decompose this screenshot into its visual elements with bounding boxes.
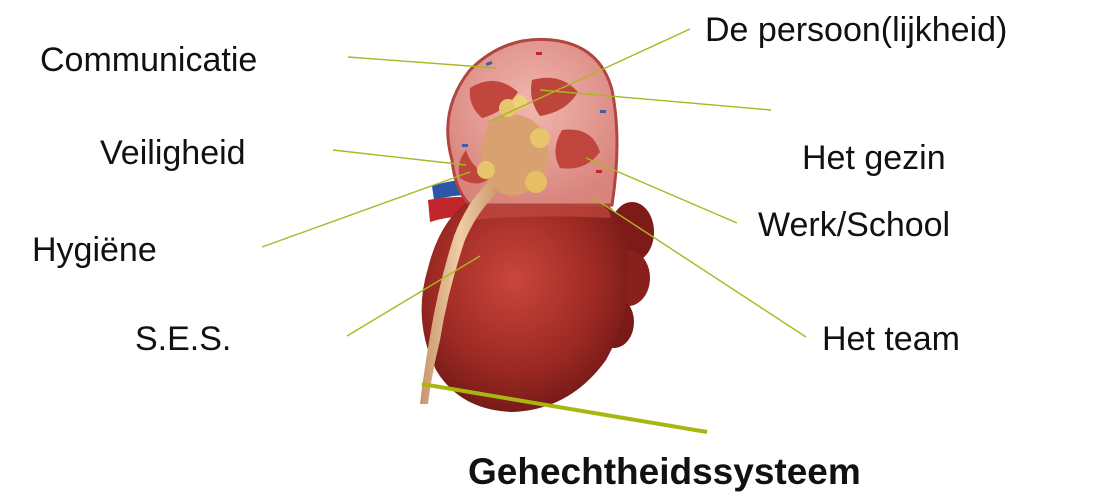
vessel-mark	[600, 110, 606, 113]
leader-line-veiligheid	[333, 150, 466, 165]
label-ses: S.E.S.	[135, 322, 231, 356]
kidney-illustration	[420, 39, 654, 412]
label-veiligheid: Veiligheid	[100, 136, 246, 170]
label-communicatie: Communicatie	[40, 43, 257, 77]
label-hygiene: Hygiëne	[32, 233, 157, 267]
fat-blob	[525, 171, 547, 193]
label-werk-school: Werk/School	[758, 208, 950, 242]
kidney-body	[422, 191, 629, 412]
vessel-mark	[536, 52, 542, 55]
diagram-title: Gehechtheidssysteem	[468, 453, 861, 490]
vessel-mark	[462, 144, 468, 147]
label-het-team: Het team	[822, 322, 960, 356]
fat-blob	[477, 161, 495, 179]
fat-blob	[530, 128, 550, 148]
leader-line-communicatie	[348, 57, 496, 68]
vessel-mark	[596, 170, 602, 173]
label-het-gezin: Het gezin	[802, 141, 946, 175]
label-de-persoonlijkheid: De persoon(lijkheid)	[705, 13, 1007, 47]
